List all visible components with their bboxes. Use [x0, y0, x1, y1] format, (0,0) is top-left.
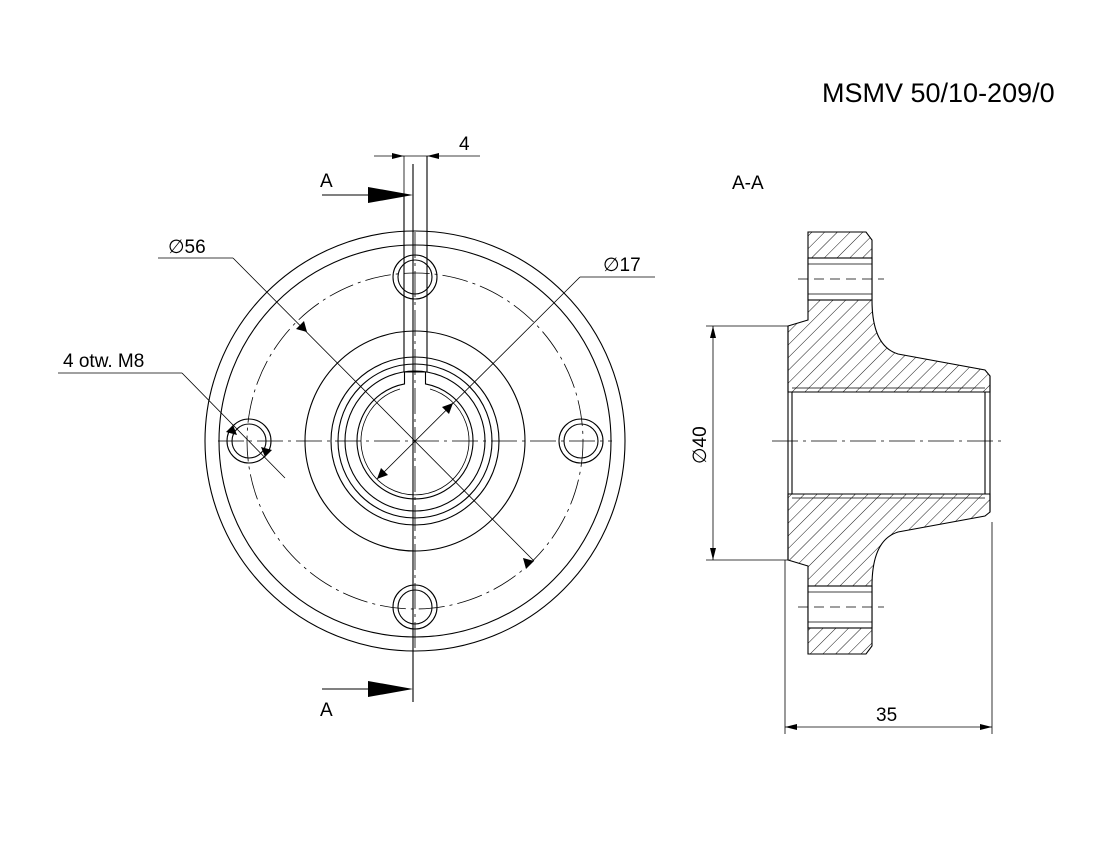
- section-view-label: A-A: [732, 173, 764, 194]
- overall-length-label: 35: [876, 705, 897, 726]
- hub-diameter-dimension: [706, 325, 788, 561]
- keyway-width-label: 4: [459, 134, 470, 155]
- overall-length-dimension: [784, 522, 993, 734]
- bore-label: ∅17: [603, 255, 641, 276]
- section-letter-bottom: A: [320, 700, 333, 721]
- section-hatch-lower: [787, 493, 991, 655]
- section-view: A-A ∅40: [690, 173, 1004, 734]
- section-arrow-top-head: [368, 187, 413, 203]
- section-letter-top: A: [320, 171, 333, 192]
- section-hatch-upper: [787, 231, 991, 393]
- bore-dimension: [376, 276, 655, 480]
- front-view: A A 4 ∅56 ∅17: [58, 134, 655, 721]
- section-bolt-hole-upper: [807, 257, 873, 301]
- section-arrow-bottom-head: [368, 681, 413, 697]
- bolt-circle-label: ∅56: [168, 237, 206, 258]
- bolt-circle-dimension: [158, 257, 535, 569]
- holes-note-label: 4 otw. M8: [63, 351, 144, 372]
- flange-outer-circle: [204, 230, 626, 652]
- bore-thread-arc: [360, 388, 470, 496]
- bore-with-keyway: [356, 371, 474, 500]
- drawing-title: MSMV 50/10-209/0: [822, 78, 1055, 108]
- keyway-width-dimension: [374, 153, 480, 159]
- holes-leader: [58, 372, 286, 479]
- hub-diameter-label: ∅40: [690, 426, 711, 464]
